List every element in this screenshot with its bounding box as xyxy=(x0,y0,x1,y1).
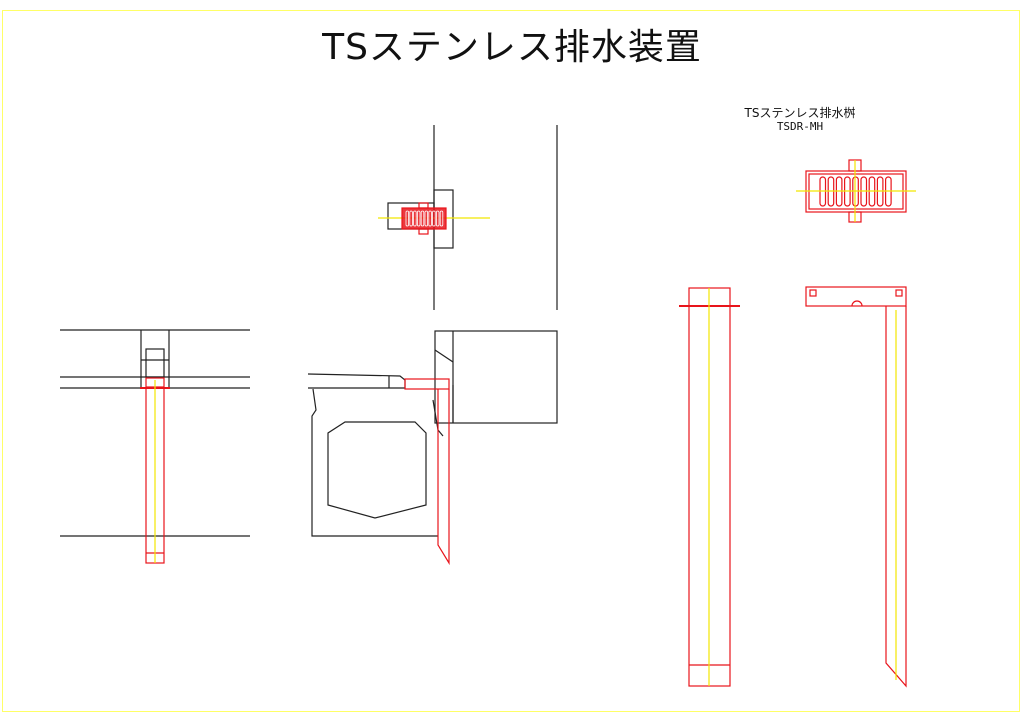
grating-slot xyxy=(428,210,432,227)
grating-slot xyxy=(439,210,444,227)
product-front-view xyxy=(679,287,740,687)
grating-slot xyxy=(432,210,436,227)
drawing-title: TSステンレス排水装置 xyxy=(322,27,702,68)
grating-slot xyxy=(409,210,413,227)
product-plan-view xyxy=(796,159,916,223)
grating-slot xyxy=(435,210,440,227)
product-name: TSステンレス排水桝 xyxy=(744,106,856,120)
grating-slot xyxy=(424,210,428,227)
front-section-view xyxy=(60,329,250,564)
grating-slot xyxy=(413,210,417,227)
product-code: TSDR-MH xyxy=(776,120,824,133)
side-section-view xyxy=(307,330,558,566)
product-side-view xyxy=(805,286,907,688)
drawing-frame xyxy=(2,10,1020,712)
grating-slot xyxy=(416,210,421,227)
grating-slot xyxy=(405,210,409,227)
grating-slot xyxy=(420,210,425,227)
plan-view xyxy=(378,125,558,310)
